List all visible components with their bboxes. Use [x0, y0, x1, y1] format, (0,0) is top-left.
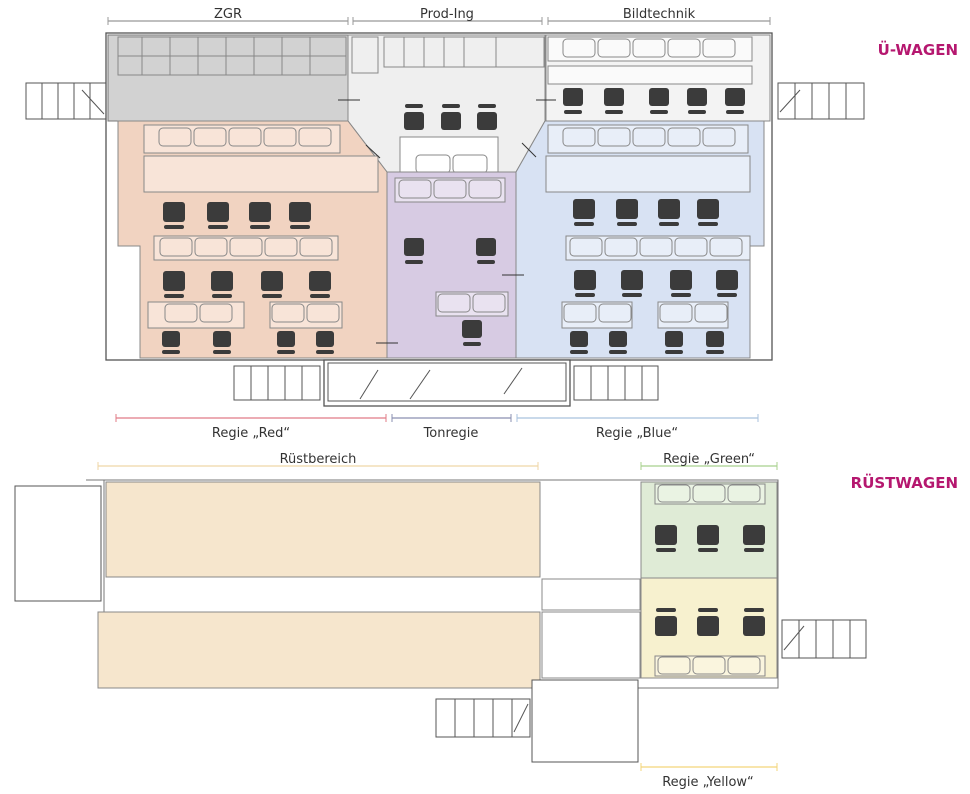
stairs-front-top: [233, 359, 659, 407]
zgr-racks: [117, 36, 347, 76]
truck-bottom: Rüstbereich Regie „Green“ RÜSTWAGEN: [14, 452, 958, 790]
label-regie-green: Regie „Green“: [663, 452, 755, 467]
title-ruestwagen: RÜSTWAGEN: [851, 473, 958, 492]
ruest-middle-boxes: [541, 578, 641, 679]
chairs-top: [162, 88, 745, 354]
ruest-top-labels: Rüstbereich Regie „Green“: [97, 452, 778, 470]
bottom-section-labels: Regie „Red“ Tonregie Regie „Blue“: [115, 414, 759, 441]
blue-desks: [545, 124, 751, 329]
ruest-side-box: [14, 485, 102, 602]
tonregie-desks: [394, 177, 509, 317]
truck-top: ZGR Prod-Ing Bildtechnik Ü-WAGEN: [25, 7, 958, 441]
stairs-bottom: [435, 698, 531, 738]
stairs-left-top: [25, 82, 107, 120]
label-regie-yellow: Regie „Yellow“: [662, 775, 754, 790]
zone-ruestbereich-lower: [97, 611, 541, 689]
label-zgr: ZGR: [214, 7, 242, 22]
stairs-right-bottom: [781, 619, 867, 659]
label-ruestbereich: Rüstbereich: [280, 452, 357, 467]
label-prod-ing: Prod-Ing: [420, 7, 474, 22]
chairs-bottom: [655, 525, 765, 636]
label-tonregie: Tonregie: [423, 426, 479, 441]
label-regie-blue: Regie „Blue“: [596, 426, 678, 441]
green-desks: [654, 483, 766, 505]
zone-ruestbereich-upper: [105, 481, 541, 578]
red-desks: [143, 124, 379, 329]
ruest-bottom-labels: Regie „Yellow“: [640, 763, 778, 790]
ruest-bottom-box: [531, 679, 639, 763]
prod-ing-racks: [351, 36, 545, 176]
door-markers-top: [338, 99, 556, 344]
label-bildtechnik: Bildtechnik: [623, 7, 696, 22]
title-ue-wagen: Ü-WAGEN: [878, 40, 958, 59]
label-regie-red: Regie „Red“: [212, 426, 290, 441]
bildtechnik-desks: [547, 36, 753, 85]
top-section-labels: ZGR Prod-Ing Bildtechnik: [107, 7, 771, 25]
yellow-desks: [654, 655, 766, 677]
zone-zgr: [107, 34, 349, 122]
stairs-right-top: [777, 82, 865, 120]
